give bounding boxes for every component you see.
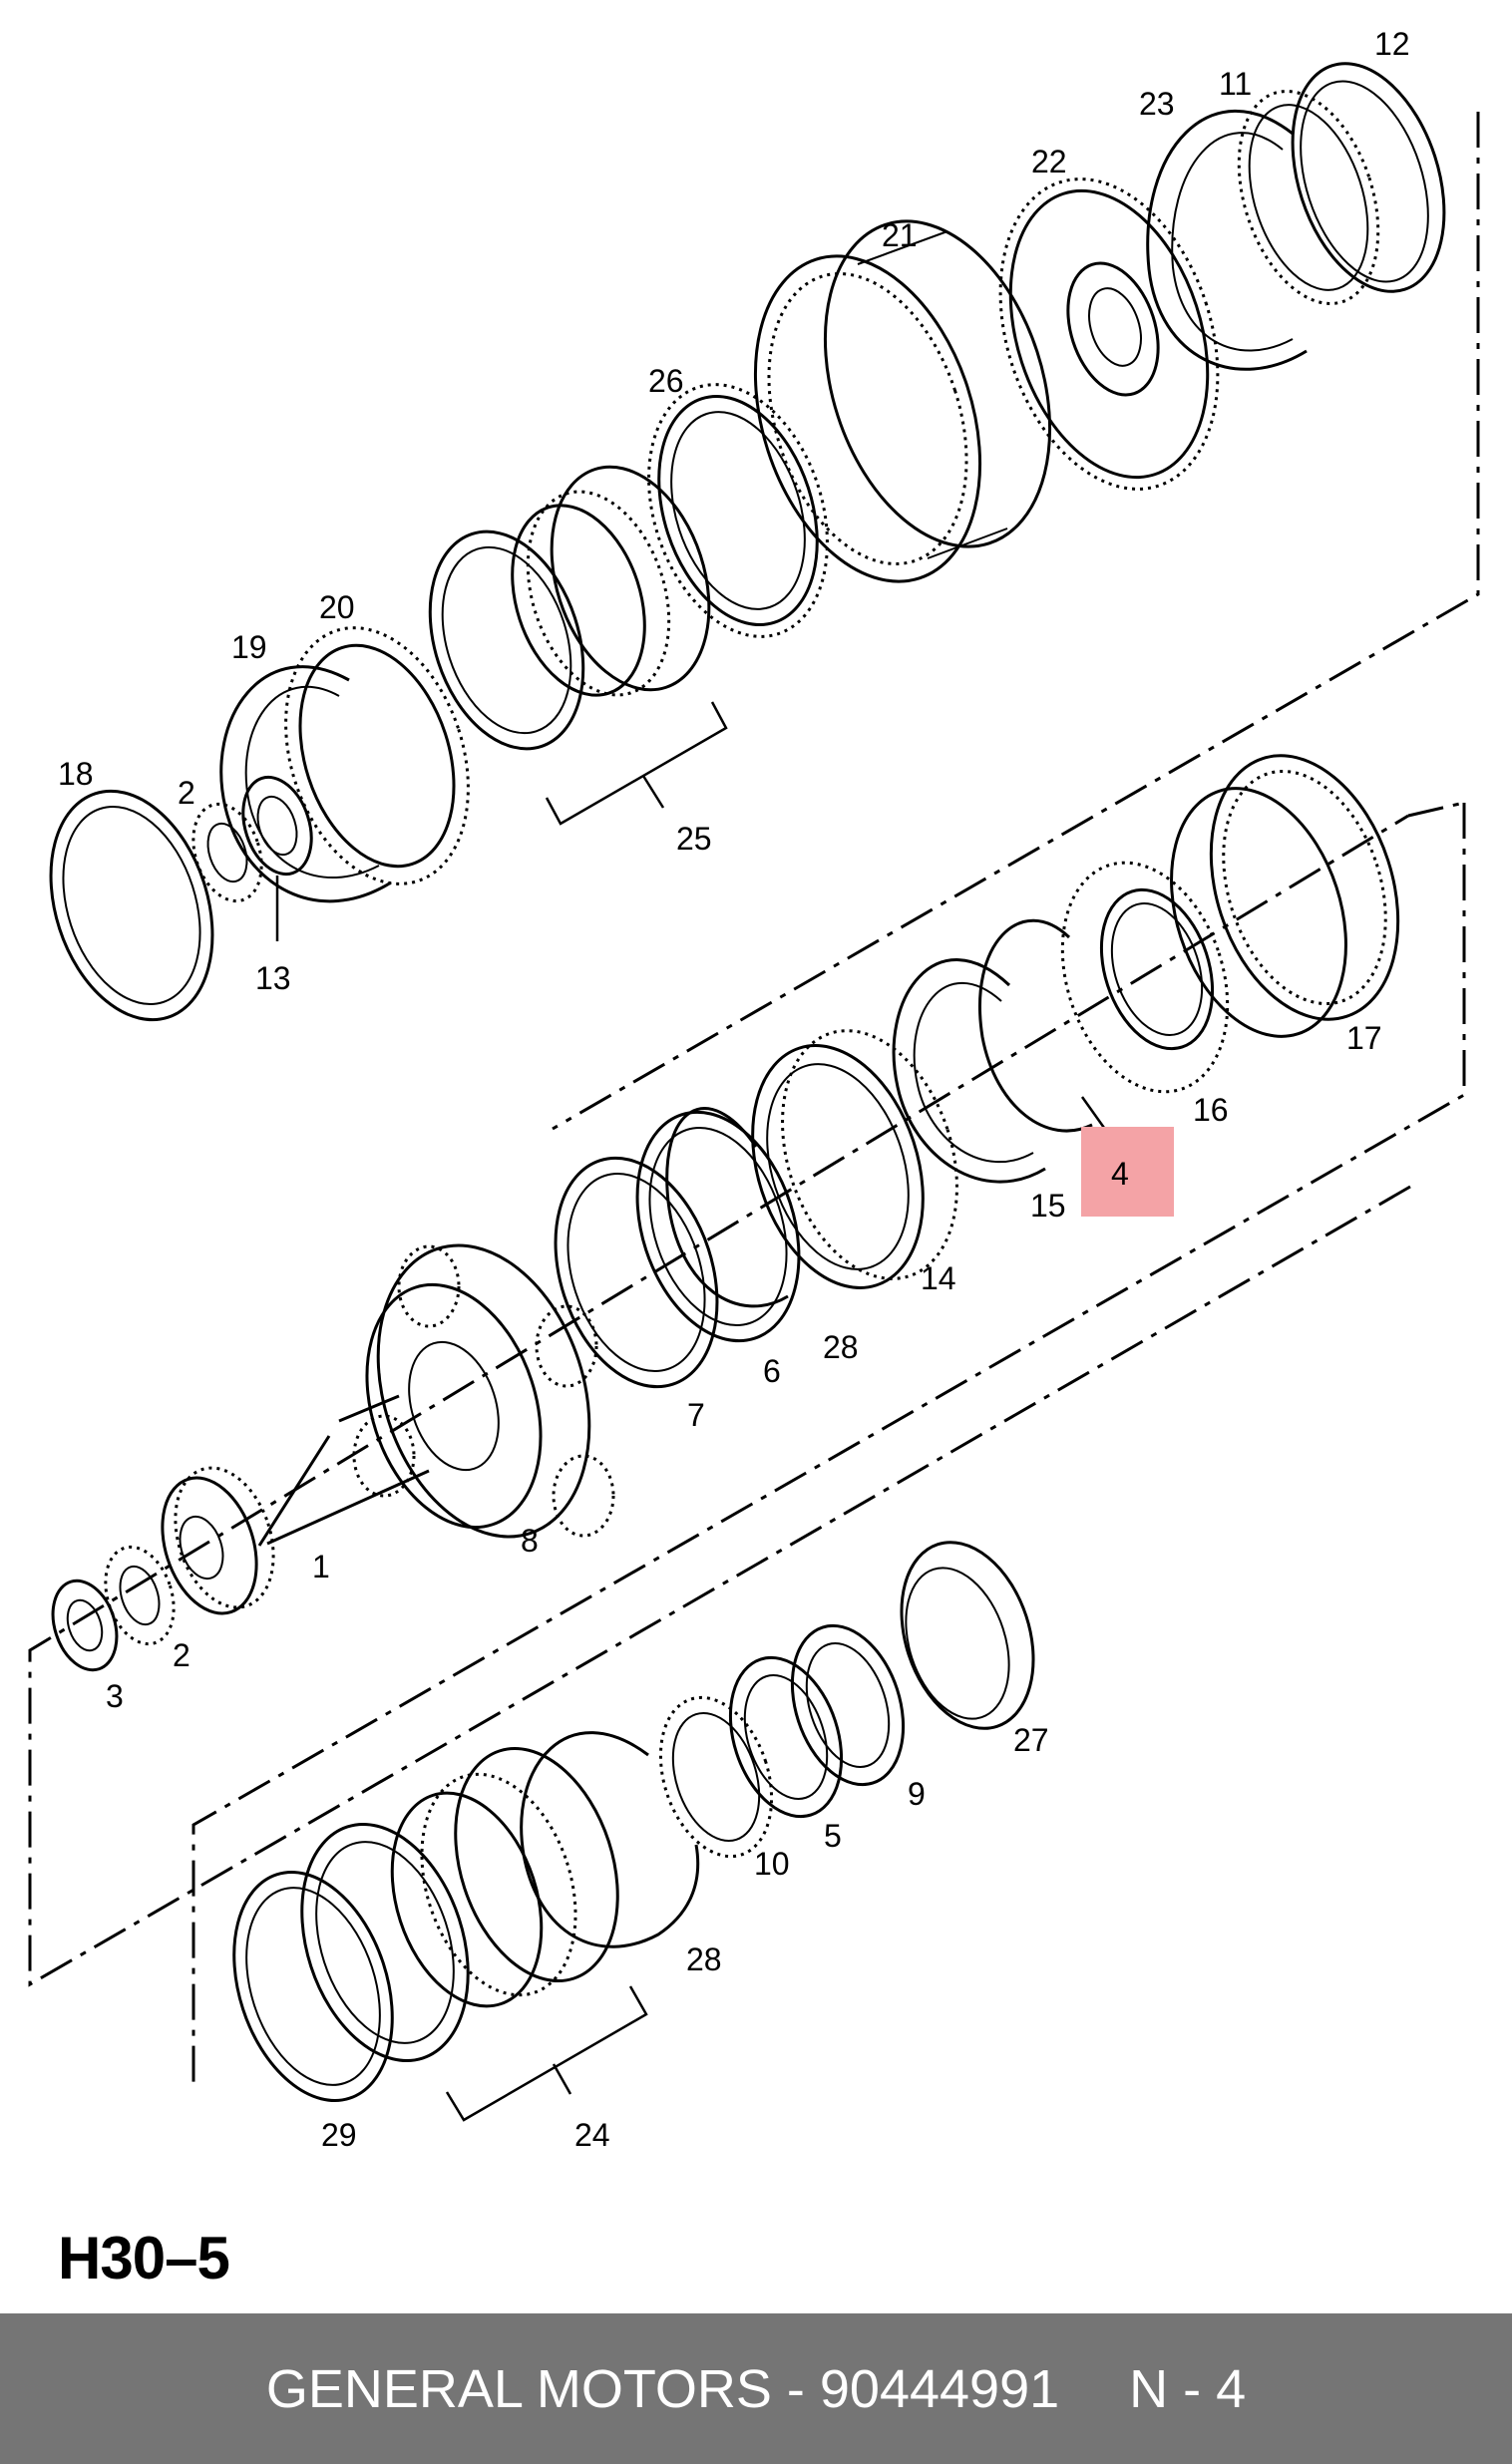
part-27-bushing <box>900 1541 1035 1730</box>
part-12-plate <box>1291 62 1446 293</box>
bracket-25 <box>545 701 728 826</box>
part-26-clutch-plate <box>647 383 829 638</box>
footer-item-reference: N - 4 <box>1129 2358 1247 2419</box>
callout-19: 19 <box>231 629 267 665</box>
callout-20: 20 <box>319 589 355 625</box>
bracket-24 <box>445 1985 648 2122</box>
callout-28-lower: 28 <box>686 1941 722 1977</box>
callout-1: 1 <box>312 1549 330 1584</box>
callout-21: 21 <box>882 217 918 253</box>
callout-4: 4 <box>1111 1156 1129 1192</box>
callout-14: 14 <box>921 1260 956 1296</box>
callout-9: 9 <box>908 1776 926 1812</box>
part-8-planet-carrier <box>352 1243 615 1539</box>
callout-3: 3 <box>106 1678 124 1714</box>
part-18-thrust-washer <box>49 789 214 1022</box>
callout-2-upper: 2 <box>178 775 195 811</box>
part-24-clutch-pack <box>300 1746 619 2063</box>
callout-12: 12 <box>1374 26 1410 62</box>
part-23-snap-ring <box>1146 109 1308 371</box>
callout-16: 16 <box>1193 1092 1229 1128</box>
leader-lines <box>275 876 1111 1136</box>
part-22-sprocket <box>998 177 1220 491</box>
part-19-snap-ring <box>219 665 392 903</box>
callout-22: 22 <box>1031 144 1067 179</box>
figure-id: H30–5 <box>58 2225 230 2291</box>
part-25-clutch-pack <box>428 465 711 751</box>
exploded-parts-diagram: 12 11 23 22 21 26 20 19 18 2 25 13 17 16… <box>28 26 1480 2153</box>
callout-27: 27 <box>1013 1722 1049 1758</box>
callout-2-lower: 2 <box>173 1637 190 1673</box>
callout-24: 24 <box>574 2117 610 2153</box>
part-28-upper-snap-ring <box>665 1107 789 1308</box>
callout-17: 17 <box>1346 1020 1382 1056</box>
part-28-lower-snap-ring <box>520 1731 700 1948</box>
part-29-thrust-washer <box>232 1870 394 2103</box>
callout-25: 25 <box>676 821 712 857</box>
part-2-lower-bearing <box>104 1545 176 1646</box>
callout-5: 5 <box>824 1818 842 1854</box>
part-20-sprag <box>284 626 470 885</box>
part-10-thrust-washer <box>658 1695 774 1859</box>
callout-13: 13 <box>255 960 291 996</box>
group-boundary-lines <box>28 112 1480 2084</box>
callout-23: 23 <box>1139 86 1175 122</box>
part-1-shaft <box>161 1394 430 1615</box>
callout-15: 15 <box>1030 1188 1066 1224</box>
part-21-clutch-drum <box>753 219 1052 583</box>
callout-26: 26 <box>648 363 684 399</box>
highlight-box <box>1081 1127 1174 1217</box>
part-3-thrust-washer <box>51 1579 119 1672</box>
callout-28-upper: 28 <box>823 1329 859 1365</box>
part-11-ring-gear <box>1237 90 1380 305</box>
part-13-bearing <box>241 775 313 877</box>
callout-7: 7 <box>687 1397 705 1433</box>
footer-brand-part-number: GENERAL MOTORS - 90444991 <box>265 2358 1060 2419</box>
callout-labels: 12 11 23 22 21 26 20 19 18 2 25 13 17 16… <box>58 26 1410 2153</box>
part-4-snap-ring <box>978 918 1093 1133</box>
callout-29: 29 <box>321 2117 357 2153</box>
part-7-clutch-plate <box>554 1156 719 1389</box>
footer-bar: GENERAL MOTORS - 90444991 N - 4 <box>0 2313 1512 2464</box>
callout-8: 8 <box>521 1523 539 1559</box>
part-6-clutch-plate <box>635 1110 801 1343</box>
part-16-thrust-washer <box>1060 861 1230 1094</box>
part-15-snap-ring <box>892 958 1046 1184</box>
callout-6: 6 <box>763 1353 781 1389</box>
part-14-clutch-hub <box>751 1029 958 1289</box>
callout-11: 11 <box>1219 66 1252 102</box>
part-17-ring-gear <box>1170 754 1400 1038</box>
part-9-retainer <box>790 1623 906 1787</box>
callout-10: 10 <box>754 1846 790 1882</box>
part-5-thrust-bearing <box>728 1655 844 1819</box>
callout-18: 18 <box>58 756 94 792</box>
